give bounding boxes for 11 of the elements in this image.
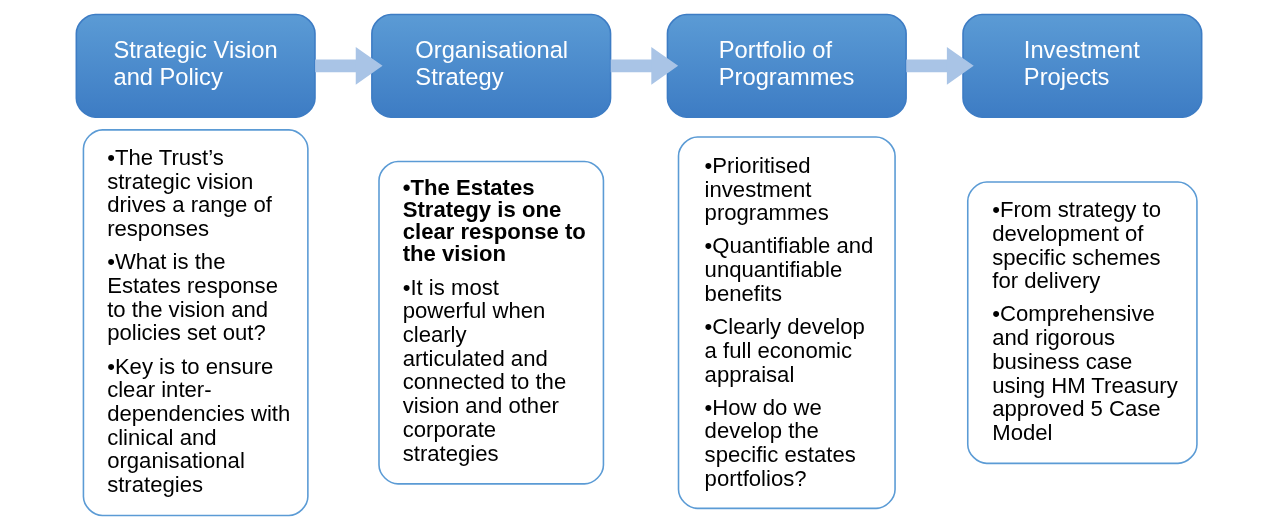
node-box: •The Estates Strategy is one clear response to the vision •It is most powerful when clearly articulated and connected to the vision and other corporate strategies — [377, 160, 604, 485]
node-box: •Prioritised investment programmes •Quantifiable and unquantifiable benefits •Clearly develop a full economic appraisal •How do we develop the specific estates portfolios? — [677, 136, 896, 510]
arrow — [314, 47, 383, 85]
arrow — [610, 47, 678, 85]
node-box: Investment Projects — [961, 13, 1202, 118]
node-box: •From strategy to development of specific schemes for delivery •Comprehensive and rigorous business case using HM Treasury approved 5 Case Model — [966, 181, 1198, 465]
node-box: •The Trust’s strategic vision drives a range of responses •What is the Estates response to the vision and policies set out? •Key is to ensure clear inter-dependencies with clinical and organisational strategies — [82, 129, 309, 517]
arrow — [905, 47, 974, 85]
node-box: Portfolio of Programmes — [666, 13, 907, 118]
node-box: Strategic Vision and Policy — [75, 13, 316, 118]
node-box: Organisational Strategy — [370, 13, 611, 118]
